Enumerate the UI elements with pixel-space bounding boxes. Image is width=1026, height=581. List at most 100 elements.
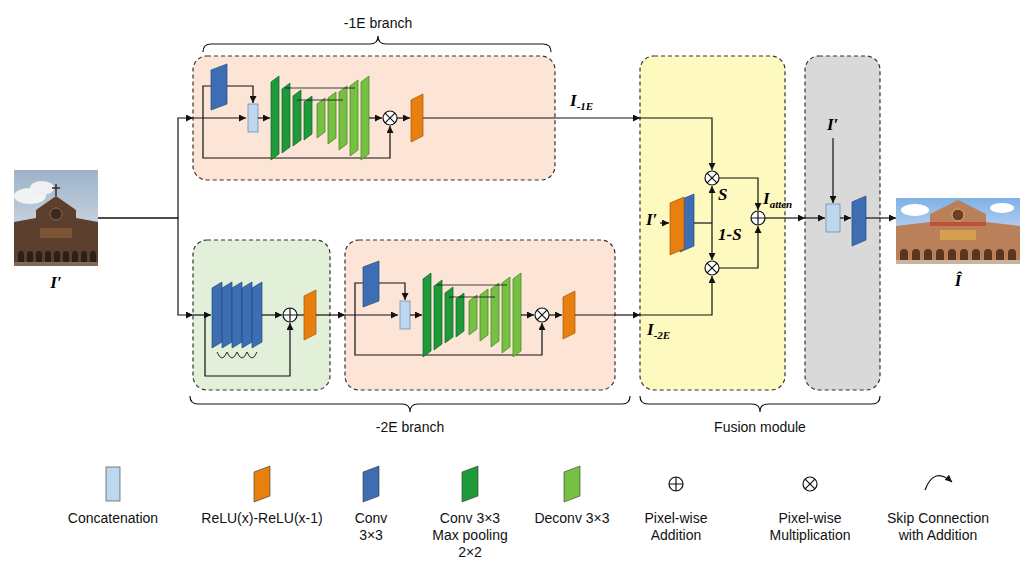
brackets (640, 396, 880, 412)
legend-text: Concatenation (58, 510, 168, 527)
input-photo (14, 196, 98, 266)
residual-network (304, 290, 316, 340)
connector-arrow (555, 117, 640, 118)
legend-symbols (669, 477, 683, 491)
fusion-network (719, 178, 758, 210)
brackets (190, 36, 880, 412)
output-photo (940, 230, 976, 240)
legend-slot: Conv 3×3 (349, 510, 393, 544)
input-photo (40, 228, 72, 238)
branch-1e-network (463, 117, 555, 118)
math-label: 1-S (718, 225, 742, 244)
legend-symbols (925, 476, 952, 490)
output-photo (896, 200, 1020, 264)
signal-label: I-2E (647, 320, 670, 339)
output-photo (896, 260, 1020, 264)
text-slot: I′ (646, 211, 657, 229)
branch-1e-network (193, 64, 555, 160)
text-slot: S (718, 186, 727, 204)
residual-network (212, 282, 222, 348)
edge-label-slot: I-2E (647, 321, 670, 339)
fusion-network (711, 186, 712, 223)
output-network (805, 138, 880, 246)
input-photo (50, 208, 62, 220)
math-label: Î (955, 271, 962, 290)
residual-network (222, 282, 232, 348)
residual-box (193, 240, 330, 390)
residual-network (217, 352, 257, 358)
module-boxes (805, 56, 880, 390)
legend-text: Skip Connection with Addition (876, 510, 1000, 544)
residual-network (193, 314, 211, 315)
fusion-network (705, 171, 719, 185)
text-slot: I′ (827, 116, 838, 134)
output-photo (952, 209, 964, 221)
legend-text: Pixel-wise Multiplication (758, 510, 862, 544)
residual-network (193, 282, 330, 376)
input-photo (30, 181, 54, 195)
label-slot: -2E branch (340, 418, 480, 436)
fusion-network (694, 222, 712, 223)
signal-label: Iatten (763, 189, 792, 208)
legend-symbols (669, 476, 952, 491)
connector-arrow (880, 217, 896, 218)
legend-swatch-shape (564, 466, 580, 502)
fusion-network (640, 276, 712, 315)
output-network (866, 217, 880, 218)
output-conv-box: I′ (805, 56, 880, 390)
output-photo (990, 203, 1014, 213)
legend-swatch-shape (462, 466, 478, 502)
legend-slot: Skip Connection with Addition (876, 510, 1000, 544)
branch-1e-network (193, 64, 463, 160)
legend-swatch-shape (363, 466, 379, 502)
text-slot: 1-S (718, 226, 742, 244)
module-boxes (193, 56, 555, 180)
output-network (852, 196, 866, 246)
module-boxes (193, 240, 330, 390)
group-label: Fusion module (714, 419, 806, 435)
legend-swatch (562, 464, 582, 504)
output-network (840, 217, 851, 218)
legend-text: ReLU(x)-ReLU(x-1) (192, 510, 332, 527)
legend-text: Conv 3×3 (349, 510, 393, 544)
legend-text: Deconv 3×3 (527, 510, 617, 527)
legend-swatch-shape (254, 466, 270, 502)
output-photo (901, 204, 929, 216)
residual-network (283, 308, 297, 322)
output-photo (896, 198, 1020, 264)
input-photo (18, 251, 96, 262)
label-slot: Fusion module (680, 418, 840, 436)
residual-network (232, 282, 242, 348)
residual-network (252, 282, 262, 348)
math-label: I′ (646, 210, 657, 229)
legend-swatch (361, 464, 381, 504)
fusion-network (705, 261, 719, 275)
text-slot: I′ (14, 274, 98, 292)
fusion-network (719, 226, 758, 268)
fusion-network (711, 223, 712, 260)
input-photo (14, 170, 98, 266)
branch-2e-network (345, 261, 615, 357)
brackets (203, 36, 551, 52)
output-photo (930, 222, 986, 226)
legend-slot: Deconv 3×3 (527, 510, 617, 527)
group-label: -2E branch (376, 419, 444, 435)
branch-box (345, 240, 615, 390)
input-image: I′ (14, 170, 98, 266)
module-boxes (193, 56, 880, 390)
connector-arrow (330, 314, 345, 315)
module-boxes (345, 240, 615, 390)
legend-text: Pixel-wise Addition (634, 510, 718, 544)
branch-box (193, 56, 555, 180)
fusion-network (640, 118, 785, 315)
math-label: S (718, 185, 727, 204)
module-boxes (640, 56, 785, 390)
connector-arrow (98, 218, 193, 315)
legend-slot: Pixel-wise Multiplication (758, 510, 862, 544)
signal-label: I-1E (570, 91, 593, 110)
fusion-network (640, 118, 712, 170)
group-label: -1E branch (344, 15, 412, 31)
